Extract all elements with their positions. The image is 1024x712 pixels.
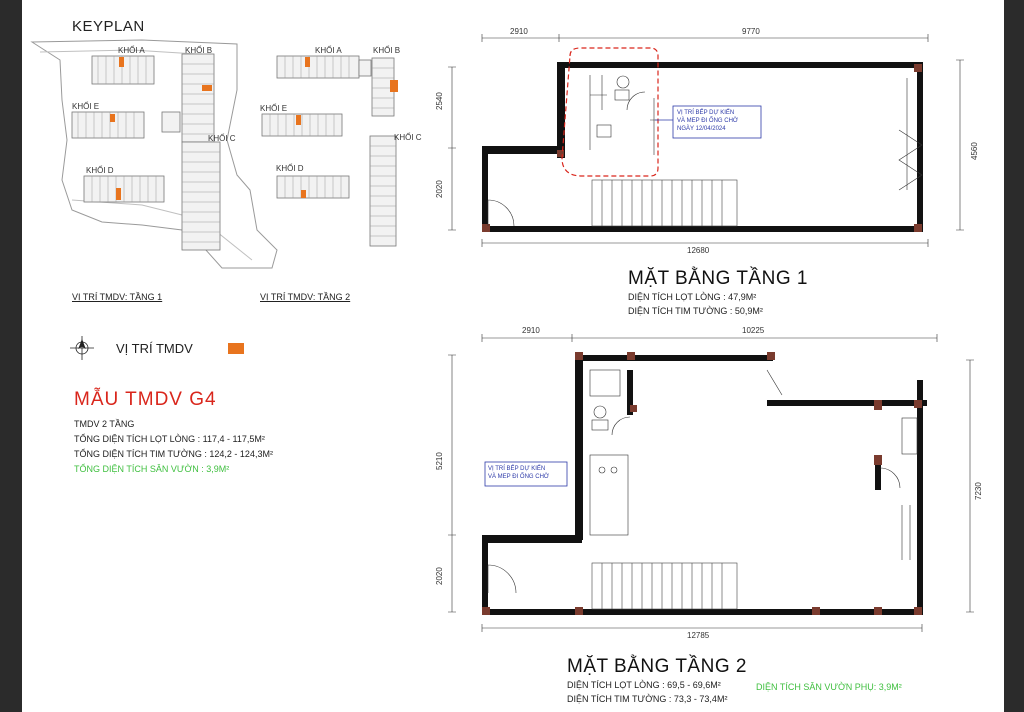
keyplan-label-block-a: KHỐI A	[118, 46, 145, 55]
keyplan2-label-block-c: KHỐI C	[394, 133, 422, 142]
keyplan-label-block-d: KHỐI D	[86, 166, 114, 175]
keyplan2-label-block-a: KHỐI A	[315, 46, 342, 55]
plan2-wall-area: DIỆN TÍCH TIM TƯỜNG : 73,3 - 73,4M²	[567, 694, 728, 704]
keyplan-label-block-b: KHỐI B	[185, 46, 213, 55]
plan1-note-line3: NGÀY 12/04/2024	[677, 126, 726, 132]
plan2-net-area: DIỆN TÍCH LỌT LÒNG : 69,5 - 69,6M²	[567, 680, 721, 690]
plan1-note-line1: VỊ TRÍ BẾP DỰ KIẾN	[677, 110, 735, 116]
plan2-garden-area: DIỆN TÍCH SÂN VƯỜN PHỤ: 3,9M²	[756, 682, 902, 692]
keyplan-map	[30, 34, 974, 632]
plan1-note-line2: VÀ MEP ĐI ỐNG CHỜ	[677, 118, 739, 124]
model-floors: TMDV 2 TẦNG	[74, 419, 135, 429]
model-wall-area: TỔNG DIỆN TÍCH TIM TƯỜNG : 124,2 - 124,3…	[74, 449, 273, 459]
keyplan2-label-block-b: KHỐI B	[373, 46, 401, 55]
keyplan-label-block-e: KHỐI E	[72, 102, 100, 111]
plan2-dim-left-bottom: 2020	[435, 567, 444, 585]
keyplan2-label-block-d: KHỐI D	[276, 164, 304, 173]
drawing-sheet: KEYPLAN	[22, 0, 1004, 712]
plan2-dim-top-right: 10225	[742, 326, 765, 335]
plan1-title: MẶT BẰNG TẦNG 1	[628, 268, 808, 289]
model-net-area: TỔNG DIỆN TÍCH LỌT LÒNG : 117,4 - 117,5M…	[74, 434, 265, 444]
plan2-dim-bottom: 12785	[687, 631, 710, 640]
plan2-dim-top-left: 2910	[522, 326, 540, 335]
keyplan-title: KEYPLAN	[72, 18, 145, 35]
plan2-dim-left-top: 5210	[435, 452, 444, 470]
plan1-kitchen-note: VỊ TRÍ BẾP DỰ KIẾN VÀ MEP ĐI ỐNG CHỜ NGÀ…	[677, 109, 738, 133]
plan1-dim-left-bottom: 2020	[435, 180, 444, 198]
keyplan-label-block-c: KHỐI C	[208, 134, 236, 143]
plan1-dim-top-right: 9770	[742, 27, 760, 36]
plan2-note-line2: VÀ MEP ĐI ỐNG CHỜ	[488, 474, 550, 480]
model-title: MẪU TMDV G4	[74, 389, 217, 410]
keyplan-caption-floor2: VỊ TRÍ TMDV: TẦNG 2	[260, 292, 351, 302]
plan1-dim-right: 4560	[970, 142, 979, 160]
plan1-dim-left-top: 2540	[435, 92, 444, 110]
plan2-title: MẶT BẰNG TẦNG 2	[567, 656, 747, 677]
keyplan-caption-floor1: VỊ TRÍ TMDV: TẦNG 1	[72, 292, 163, 302]
model-garden-area: TỔNG DIỆN TÍCH SÂN VƯỜN : 3,9M²	[74, 464, 230, 474]
plan1-dim-top-left: 2910	[510, 27, 528, 36]
plan2-dim-right: 7230	[974, 482, 983, 500]
plan1-dim-bottom: 12680	[687, 246, 710, 255]
keyplan2-label-block-e: KHỐI E	[260, 104, 288, 113]
plan1-wall-area: DIỆN TÍCH TIM TƯỜNG : 50,9M²	[628, 306, 763, 316]
plan1-net-area: DIỆN TÍCH LỌT LÒNG : 47,9M²	[628, 292, 757, 302]
plan2-kitchen-note: VỊ TRÍ BẾP DỰ KIẾN VÀ MEP ĐI ỐNG CHỜ	[488, 465, 549, 481]
plan2-note-line1: VỊ TRÍ BẾP DỰ KIẾN	[488, 466, 546, 472]
legend-label: VỊ TRÍ TMDV	[116, 341, 193, 356]
